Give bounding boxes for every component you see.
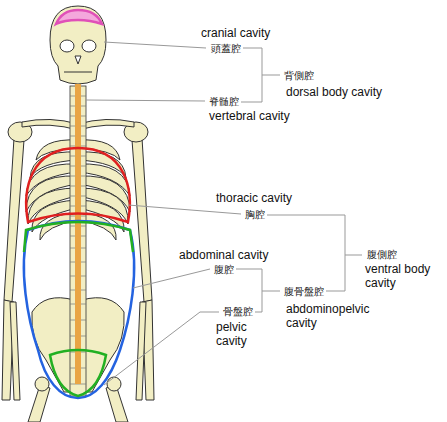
cavity-label: 脊髄腔 [208, 96, 240, 108]
cavity-label: dorsal body cavity [285, 86, 383, 100]
cavity-label: 背側腔 [283, 70, 315, 82]
abdominal-outline [24, 222, 133, 252]
cavity-label: 腹腔 [213, 264, 235, 276]
cavity-label: ventral body cavity [364, 263, 442, 291]
cavity-label: 腹側腔 [366, 249, 398, 261]
cavity-label: 骨盤腔 [222, 306, 254, 318]
cavity-label: vertebral cavity [208, 110, 291, 124]
cavity-label: cranial cavity [200, 27, 271, 41]
pelvic-outline [50, 350, 106, 396]
vertebral-canal [75, 84, 81, 384]
cavity-label: 腹骨盤腔 [283, 286, 325, 298]
abdominopelvic-outline [24, 221, 134, 398]
cavity-label: abdominopelvic cavity [285, 303, 379, 331]
cavity-label: pelvic cavity [215, 321, 262, 349]
cavity-label: 胸腔 [244, 209, 266, 221]
cavity-label: abdominal cavity [178, 249, 269, 263]
cranial-outline [56, 10, 102, 24]
cavity-label: thoracic cavity [215, 192, 293, 206]
cavity-label: 頭蓋腔 [210, 43, 242, 55]
thoracic-outline [26, 148, 129, 222]
